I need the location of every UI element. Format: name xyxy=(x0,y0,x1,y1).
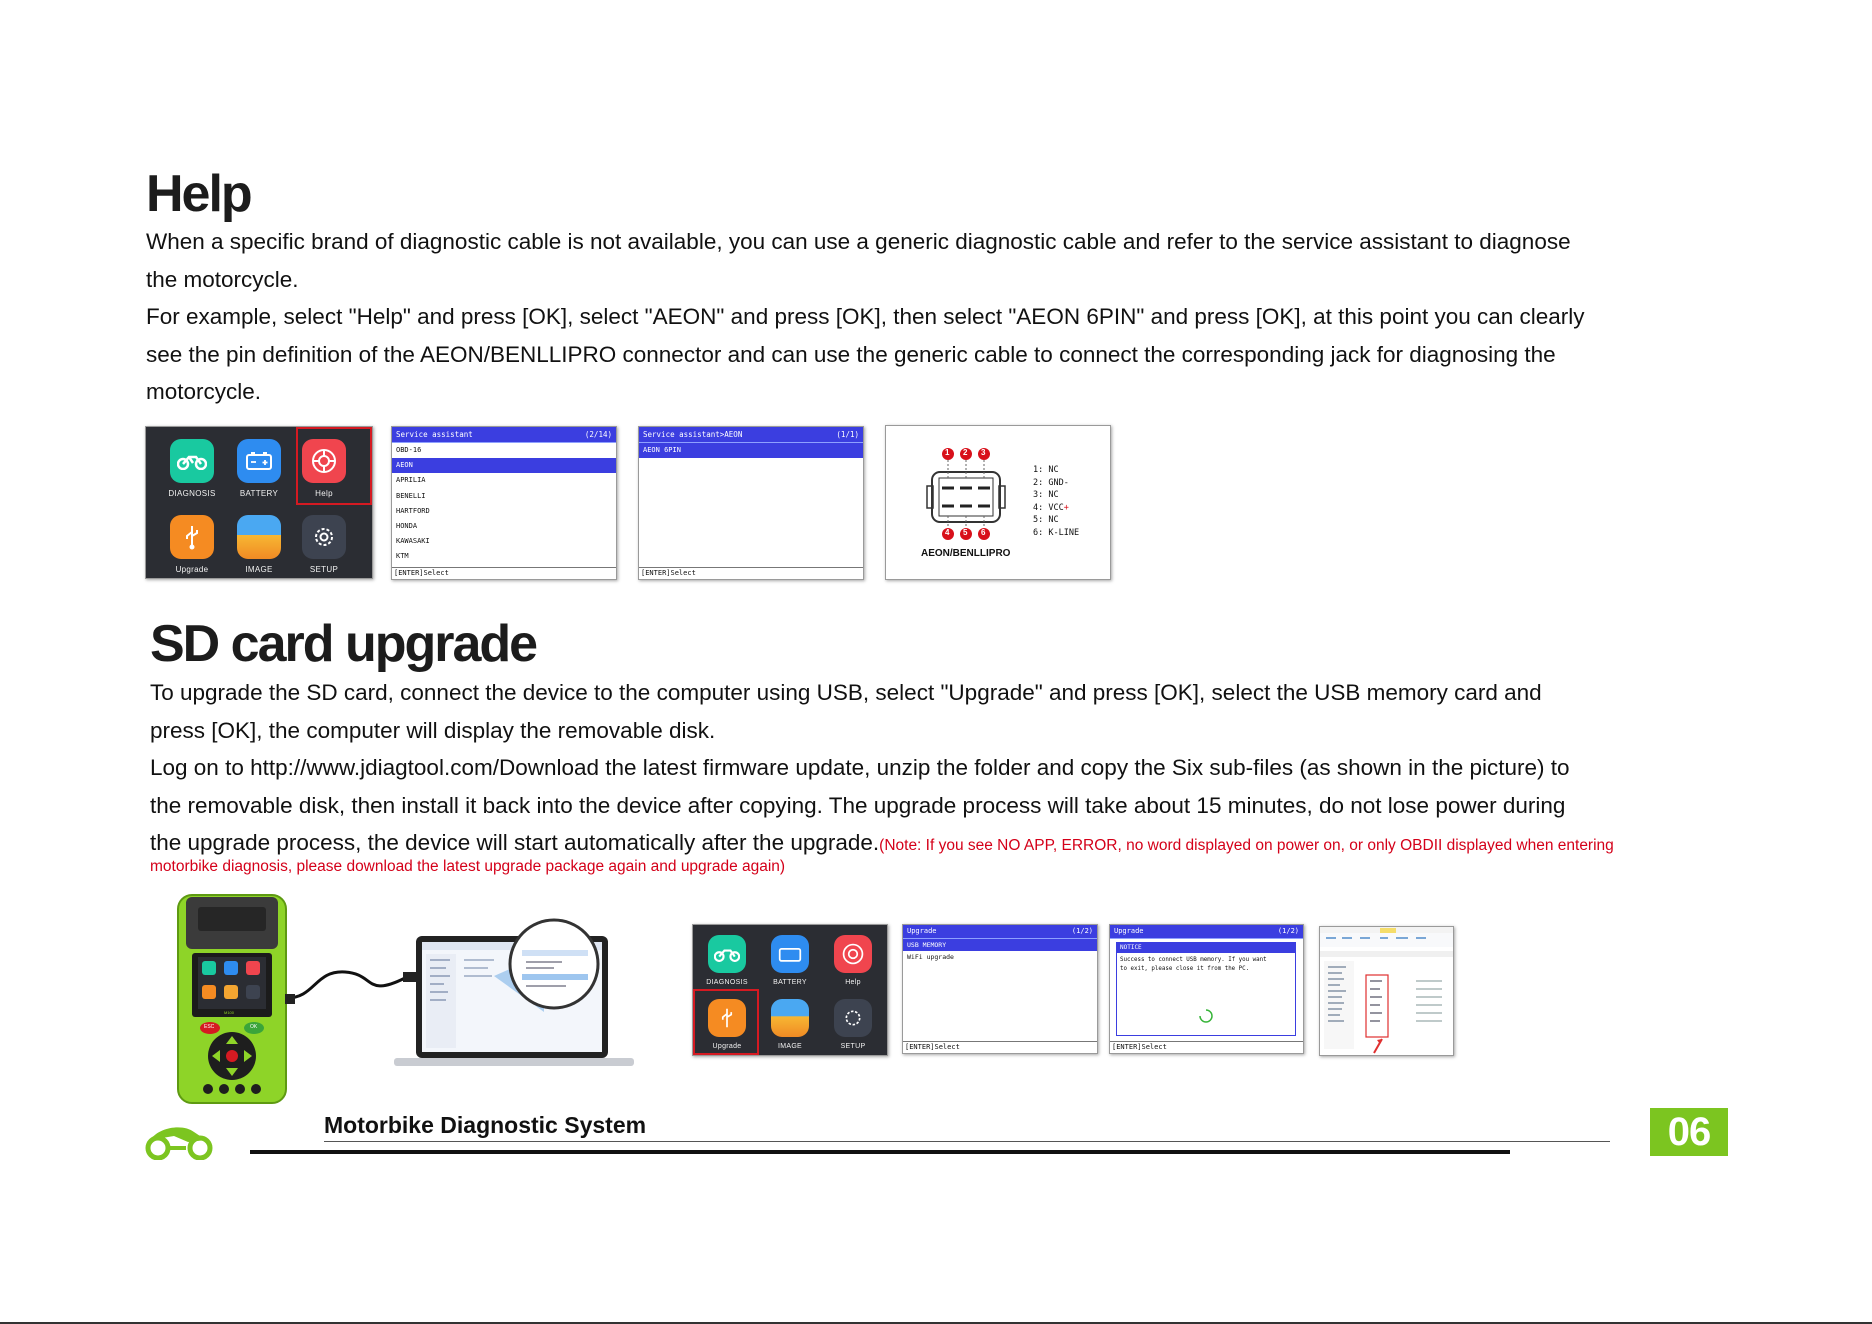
page-number-badge: 06 xyxy=(1650,1108,1728,1156)
pin-number-4: 4 xyxy=(945,528,950,537)
esc-button-label: ESC xyxy=(204,1024,215,1030)
service-list: OBD-16 AEON APRILIA BENELLI HARTFORD HON… xyxy=(392,443,616,565)
page-bottom-border xyxy=(0,1322,1872,1324)
motorbike-icon xyxy=(708,935,746,973)
usb-icon xyxy=(708,999,746,1037)
list-item[interactable]: HONDA xyxy=(396,521,418,530)
file-explorer-screenshot xyxy=(1319,926,1454,1056)
upgrade-main-menu-screenshot: DIAGNOSIS BATTERY Help Upgrade IMAGE SET… xyxy=(692,924,888,1056)
list-item[interactable]: KAWASAKI xyxy=(396,537,430,546)
footer-thin-rule xyxy=(324,1141,1610,1142)
help-main-menu-screenshot: DIAGNOSIS BATTERY Help Upgrade IMAGE SET… xyxy=(145,426,373,579)
pin-definition-list: 1: NC 2: GND- 3: NC 4: VCC+ 5: NC 6: K-L… xyxy=(1033,465,1080,538)
list-item[interactable]: BENELLI xyxy=(396,491,426,500)
list-item-selected[interactable]: AEON 6PIN xyxy=(639,443,863,459)
screen-header: Service assistant>AEON (1/1) xyxy=(639,427,863,443)
battery-icon xyxy=(771,935,809,973)
ok-button-label: OK xyxy=(250,1024,258,1030)
screen-footer: [ENTER]Select xyxy=(392,567,616,579)
image-icon xyxy=(771,999,809,1037)
app-upgrade: Upgrade xyxy=(695,999,759,1050)
screen-header: Service assistant (2/14) xyxy=(392,427,616,443)
footer-thick-rule xyxy=(250,1150,1510,1154)
list-item-selected[interactable]: AEON xyxy=(392,458,616,474)
help-title: Help xyxy=(146,165,253,223)
list-item[interactable]: WiFi upgrade xyxy=(907,953,954,961)
note-text-continued: motorbike diagnosis, please download the… xyxy=(150,858,786,875)
usb-notice-screenshot: Upgrade (1/2) NOTICE Success to connect … xyxy=(1109,924,1304,1054)
usb-cable xyxy=(285,970,421,1004)
pin-number-5: 5 xyxy=(963,528,968,537)
app-battery: BATTERY xyxy=(758,935,822,986)
bottom-pin-markers xyxy=(942,528,990,540)
list-item[interactable]: APRILIA xyxy=(396,476,426,485)
list-item[interactable]: HARTFORD xyxy=(396,506,430,515)
image-icon xyxy=(237,515,281,559)
notice-dialog-title: NOTICE xyxy=(1117,943,1295,953)
connector-pinout-diagram: 1 2 3 4 5 6 AEON/BENLLIPRO 1: NC 2: GND-… xyxy=(885,425,1111,580)
footer-title: Motorbike Diagnostic System xyxy=(324,1112,647,1138)
connector-drawing xyxy=(926,448,1006,540)
app-diagnosis: DIAGNOSIS xyxy=(695,935,759,986)
list-item[interactable]: KTM xyxy=(396,552,409,561)
upgrade-highlight-box xyxy=(693,989,759,1055)
gear-icon xyxy=(302,515,346,559)
app-upgrade: Upgrade xyxy=(156,515,228,574)
notice-message-line-2: to exit, please close it from the PC. xyxy=(1120,966,1250,972)
notice-message-line-1: Success to connect USB memory. If you wa… xyxy=(1120,957,1267,963)
battery-icon xyxy=(237,439,281,483)
help-highlight-box xyxy=(296,427,372,505)
pin-number-2: 2 xyxy=(963,448,968,457)
service-assistant-screenshot: Service assistant (2/14) OBD-16 AEON APR… xyxy=(391,426,617,580)
notice-dialog: NOTICE Success to connect USB memory. If… xyxy=(1116,942,1296,1036)
pin-number-3: 3 xyxy=(981,448,986,457)
connector-name: AEON/BENLLIPRO xyxy=(921,548,1011,559)
app-setup: SETUP xyxy=(288,515,360,574)
pin-number-6: 6 xyxy=(981,528,986,537)
device-model-label: M100 xyxy=(224,1010,235,1015)
list-item[interactable]: OBD-16 xyxy=(396,446,422,454)
note-text: (Note: If you see NO APP, ERROR, no word… xyxy=(879,837,1614,854)
sd-upgrade-paragraph: To upgrade the SD card, connect the devi… xyxy=(150,680,1614,855)
diagnostic-device-illustration: ESC OK M100 xyxy=(176,893,288,1105)
gear-icon xyxy=(834,999,872,1037)
screen-footer: [ENTER]Select xyxy=(903,1041,1097,1053)
sd-upgrade-title: SD card upgrade xyxy=(150,615,538,673)
loading-spinner-icon xyxy=(1199,1009,1213,1023)
screen-footer: [ENTER]Select xyxy=(639,567,863,579)
help-lifebuoy-icon xyxy=(834,935,872,973)
app-setup: SETUP xyxy=(821,999,885,1050)
screen-header: Upgrade (1/2) xyxy=(903,925,1097,939)
laptop-illustration xyxy=(394,916,634,1074)
top-pin-markers xyxy=(942,448,990,460)
app-image: IMAGE xyxy=(223,515,295,574)
screen-header: Upgrade (1/2) xyxy=(1110,925,1303,939)
app-battery: BATTERY xyxy=(223,439,295,498)
list-item-selected[interactable]: USB MEMORY xyxy=(903,939,1097,951)
app-help: Help xyxy=(821,935,885,986)
app-image: IMAGE xyxy=(758,999,822,1050)
help-lifebuoy-icon xyxy=(302,439,346,483)
motorbike-logo-icon xyxy=(145,1127,213,1160)
screen-footer: [ENTER]Select xyxy=(1110,1041,1303,1053)
motorbike-icon xyxy=(170,439,214,483)
app-diagnosis: DIAGNOSIS xyxy=(156,439,228,498)
pin-number-1: 1 xyxy=(945,448,950,457)
app-help: Help xyxy=(288,439,360,498)
usb-icon xyxy=(170,515,214,559)
help-paragraph-1: When a specific brand of diagnostic cabl… xyxy=(146,229,1585,404)
upgrade-menu-screenshot: Upgrade (1/2) USB MEMORY WiFi upgrade [E… xyxy=(902,924,1098,1054)
aeon-list-screenshot: Service assistant>AEON (1/1) AEON 6PIN [… xyxy=(638,426,864,580)
